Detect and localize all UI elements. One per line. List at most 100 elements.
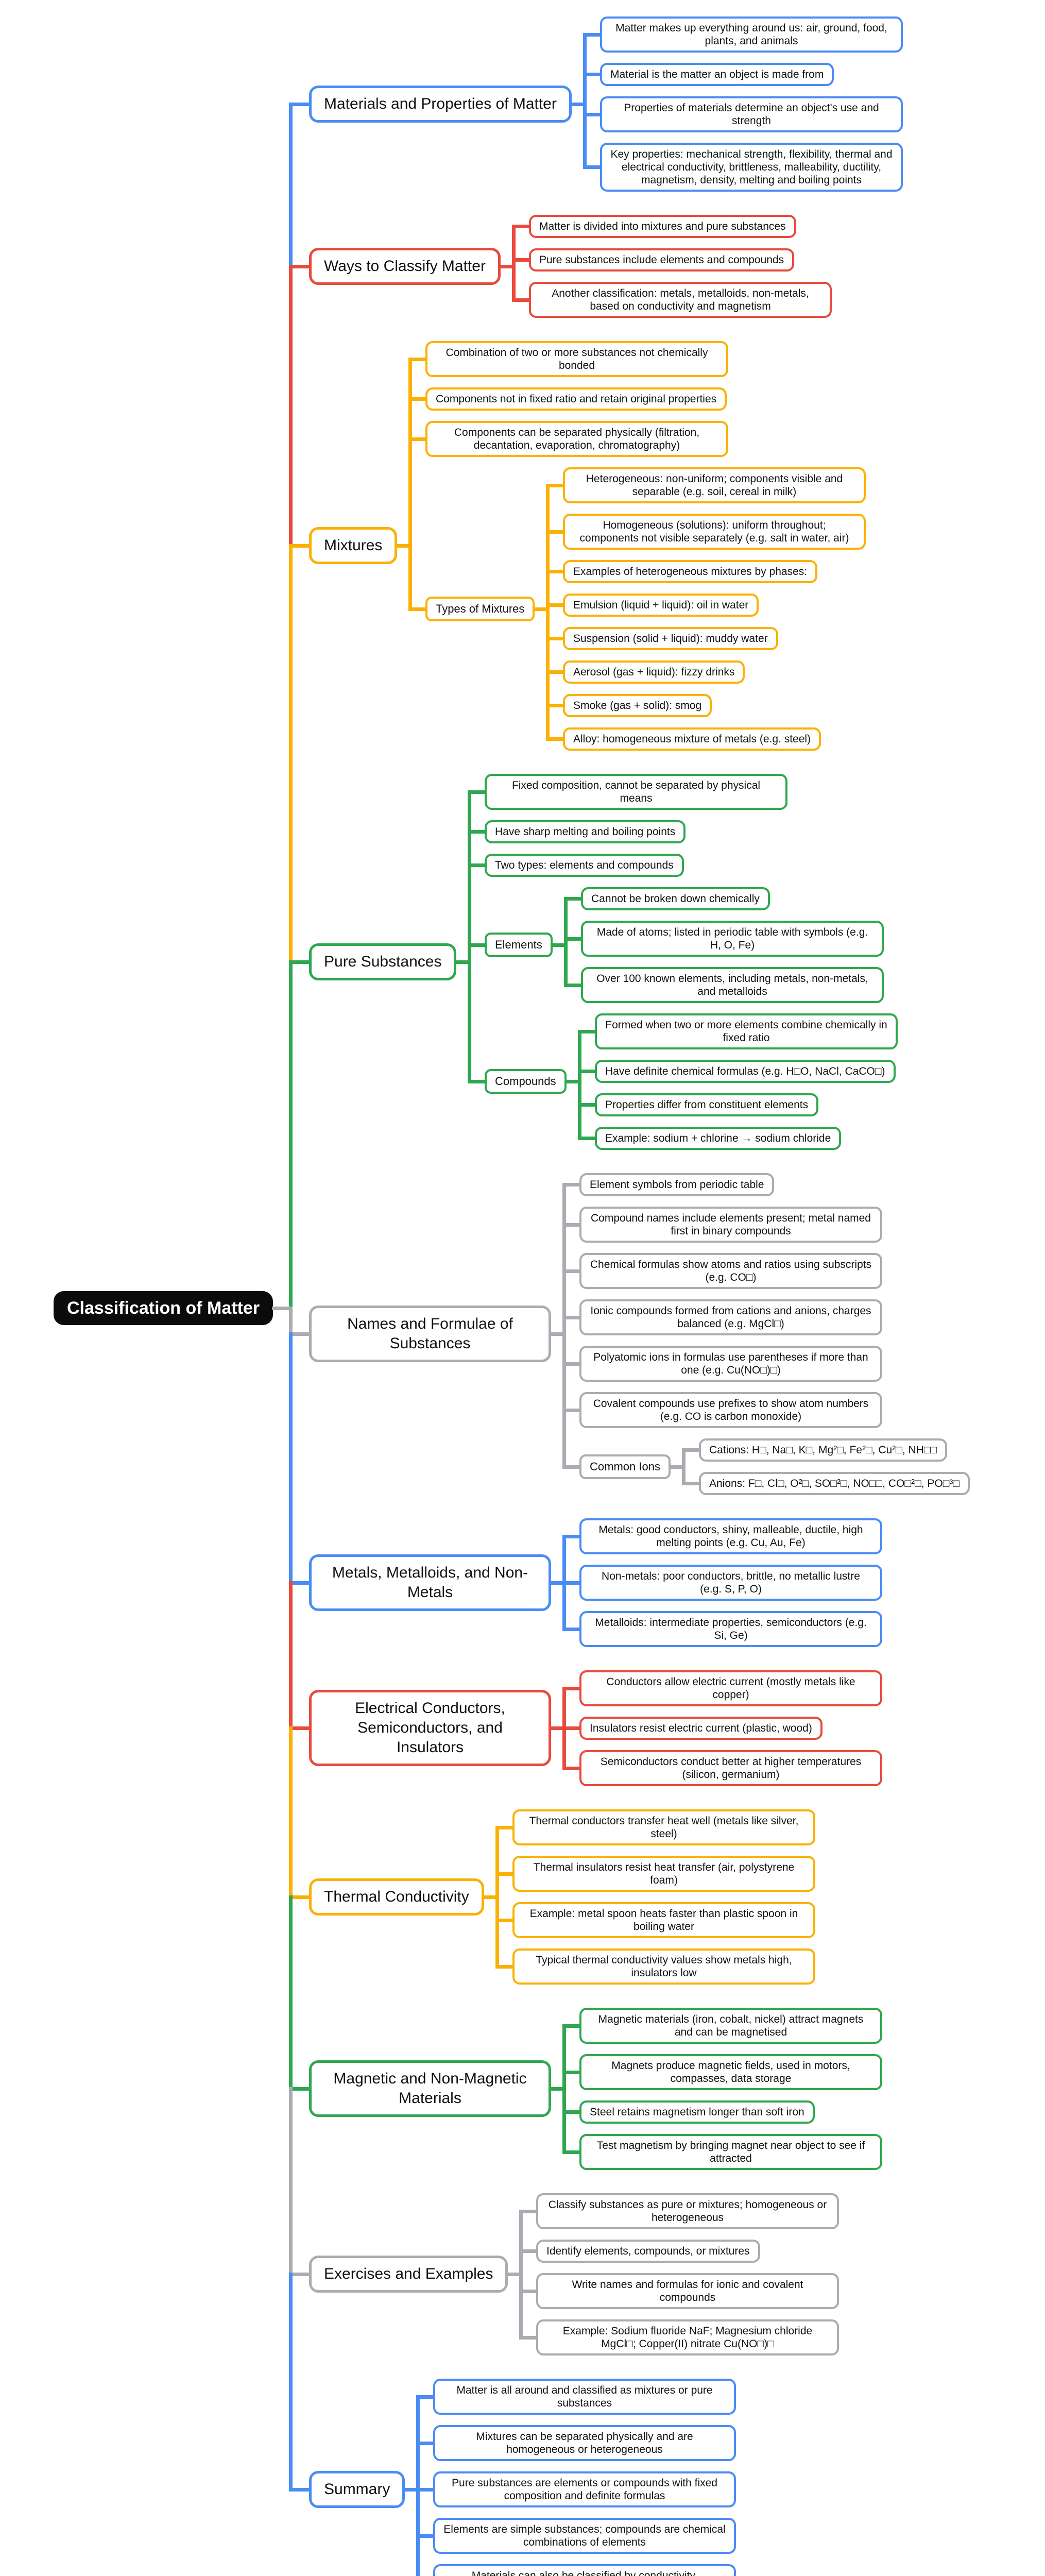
leaf-node: Steel retains magnetism longer than soft… (579, 2100, 815, 2124)
connector-line (289, 1332, 293, 1585)
connector-line (564, 1269, 580, 1273)
leaf-node: Typical thermal conductivity values show… (512, 1948, 815, 1985)
connector-line (546, 570, 550, 607)
connector-line (497, 1825, 513, 1829)
connector-line (404, 2487, 420, 2492)
connector-line (468, 863, 471, 947)
connector-line (562, 2110, 566, 2154)
connector-line (564, 1465, 580, 1469)
leaf-node: Cations: H□, Na□, K□, Mg²□, Fe²□, Cu²□, … (699, 1438, 948, 1462)
leaf-node: Materials can also be classified by cond… (433, 2564, 736, 2576)
connector-line (497, 1964, 513, 1969)
connector-line (683, 1448, 700, 1452)
connector-line (289, 2273, 293, 2492)
connector-line (547, 483, 564, 487)
connector-line (546, 637, 550, 674)
connector-line (468, 943, 471, 964)
connector-line (495, 1872, 499, 1899)
leaf-node: Semiconductors conduct better at higher … (579, 1750, 882, 1786)
connector-line (564, 937, 568, 947)
connector-line (455, 960, 471, 964)
leaf-node: Have sharp melting and boiling points (485, 820, 686, 843)
connector-line (562, 1534, 566, 1585)
connector-line (513, 298, 530, 302)
connector-line (469, 943, 486, 947)
connector-line (290, 1332, 310, 1336)
branch-materials-and-properties-of-matter: Materials and Properties of Matter (309, 86, 572, 123)
connector-line (564, 943, 568, 987)
leaf-node: Covalent compounds use prefixes to show … (579, 1392, 882, 1428)
connector-line (416, 2487, 420, 2538)
connector-line (410, 357, 426, 361)
branch-ways-to-classify-matter: Ways to Classify Matter (309, 248, 501, 285)
connector-line (410, 397, 426, 401)
connector-line (583, 112, 587, 169)
leaf-node: Ionic compounds formed from cations and … (579, 1299, 882, 1335)
connector-line (578, 1070, 581, 1083)
leaf-node: Element symbols from periodic table (579, 1173, 775, 1196)
leaf-node: Made of atoms; listed in periodic table … (581, 921, 884, 957)
connector-line (585, 165, 601, 169)
leaf-node: Two types: elements and compounds (485, 854, 684, 877)
connector-line (547, 570, 564, 573)
leaf-node: Fixed composition, cannot be separated b… (485, 774, 787, 810)
leaf-node: Properties of materials determine an obj… (600, 96, 903, 132)
leaf-node: Conductors allow electric current (mostl… (579, 1670, 882, 1706)
connector-line (272, 1307, 293, 1310)
connector-line (289, 1307, 293, 1336)
connector-line (564, 1581, 580, 1585)
connector-line (289, 1581, 293, 1730)
connector-line (521, 2249, 537, 2253)
connector-line (562, 1726, 566, 1770)
leaf-node: Key properties: mechanical strength, fle… (600, 143, 903, 192)
connector-line (585, 32, 601, 37)
connector-line (546, 704, 550, 741)
leaf-node: Material is the matter an object is made… (600, 63, 834, 86)
connector-line (564, 1408, 580, 1412)
connector-line (468, 960, 471, 1083)
leaf-node: Homogeneous (solutions): uniform through… (563, 514, 866, 550)
connector-line (507, 2273, 523, 2276)
leaf-node: Heterogeneous: non-uniform; components v… (563, 467, 866, 503)
subnode-common-ions: Common Ions (579, 1454, 671, 1479)
connector-line (583, 32, 587, 76)
leaf-node: Matter is divided into mixtures and pure… (529, 215, 796, 238)
leaf-node: Over 100 known elements, including metal… (581, 967, 884, 1003)
connector-line (550, 1726, 566, 1730)
connector-line (513, 258, 530, 262)
connector-line (546, 483, 550, 534)
branch-pure-substances: Pure Substances (309, 943, 457, 980)
subnode-compounds: Compounds (485, 1069, 567, 1094)
connector-line (289, 264, 293, 548)
leaf-node: Magnets produce magnetic fields, used in… (579, 2054, 882, 2090)
connector-line (562, 1581, 566, 1631)
connector-line (290, 1581, 310, 1585)
connector-line (547, 530, 564, 534)
connector-line (578, 1103, 581, 1140)
branch-summary: Summary (309, 2471, 405, 2508)
connector-line (564, 1627, 580, 1631)
connector-line (519, 2249, 523, 2276)
connector-line (521, 2289, 537, 2293)
connector-line (396, 544, 412, 548)
leaf-node: Insulators resist electric current (plas… (579, 1717, 823, 1740)
connector-line (289, 1895, 293, 2091)
connector-line (579, 1070, 596, 1073)
connector-line (564, 1686, 580, 1690)
connector-line (566, 937, 582, 941)
branch-electrical-conductors-semiconductors-and-i: Electrical Conductors, Semiconductors, a… (309, 1690, 551, 1766)
leaf-node: Another classification: metals, metalloi… (529, 282, 832, 318)
connector-line (566, 1080, 581, 1083)
leaf-node: Example: Sodium fluoride NaF; Magnesium … (536, 2319, 839, 2355)
connector-line (670, 1465, 686, 1469)
connector-line (579, 1103, 596, 1107)
connector-line (418, 2441, 434, 2445)
connector-line (547, 637, 564, 640)
root-node: Classification of Matter (54, 1291, 273, 1325)
leaf-node: Example: metal spoon heats faster than p… (512, 1902, 815, 1938)
connector-line (562, 2070, 566, 2091)
leaf-node: Non-metals: poor conductors, brittle, no… (579, 1565, 882, 1601)
connector-line (497, 1918, 513, 1922)
connector-line (566, 983, 582, 987)
connector-line (289, 960, 293, 1310)
